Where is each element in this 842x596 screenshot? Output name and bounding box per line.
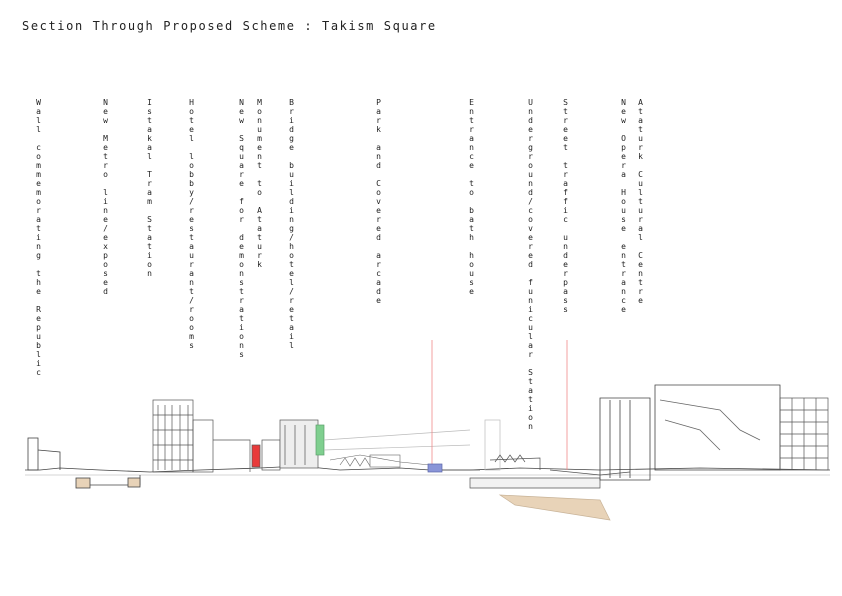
label-opera-entrance: New Opera House entrance (619, 98, 628, 314)
ground-line (25, 465, 831, 476)
wall-republic (27, 437, 141, 489)
label-wall-republic: Wall commemorating the Republic (34, 98, 43, 377)
label-new-metro: New Metro line/exposed (101, 98, 110, 296)
label-tram-station: Istakal Tram Station (145, 98, 154, 278)
label-bridge-building: Bridge building/hotel/retail (287, 98, 296, 350)
label-monument-ataturk: Monument to Ataturk (255, 98, 264, 269)
cultural-centre (779, 397, 829, 471)
bridge-building (279, 419, 471, 469)
label-bath-house: Entrance to bath house (467, 98, 476, 296)
label-park-arcade: Park and Covered arcade (374, 98, 383, 305)
label-cultural-centre: Ataturk Cultural Centre (636, 98, 645, 305)
monument-ataturk (251, 439, 281, 471)
drawing-title: Section Through Proposed Scheme : Takism… (22, 19, 437, 33)
opera-house (599, 384, 781, 481)
hotel-building (152, 399, 251, 473)
label-traffic-underpass: Street traffic underpass (561, 98, 570, 314)
label-funicular-station: Underground/covered funicular Station (526, 98, 535, 431)
label-new-square: New Square for demonstrations (237, 98, 246, 359)
traffic-underpass (549, 340, 631, 476)
bath-house-entrance (427, 340, 501, 473)
label-hotel-lobby: Hotel lobby/restaurant/rooms (187, 98, 196, 350)
park-arcade (329, 454, 431, 468)
funicular-station (469, 454, 611, 521)
